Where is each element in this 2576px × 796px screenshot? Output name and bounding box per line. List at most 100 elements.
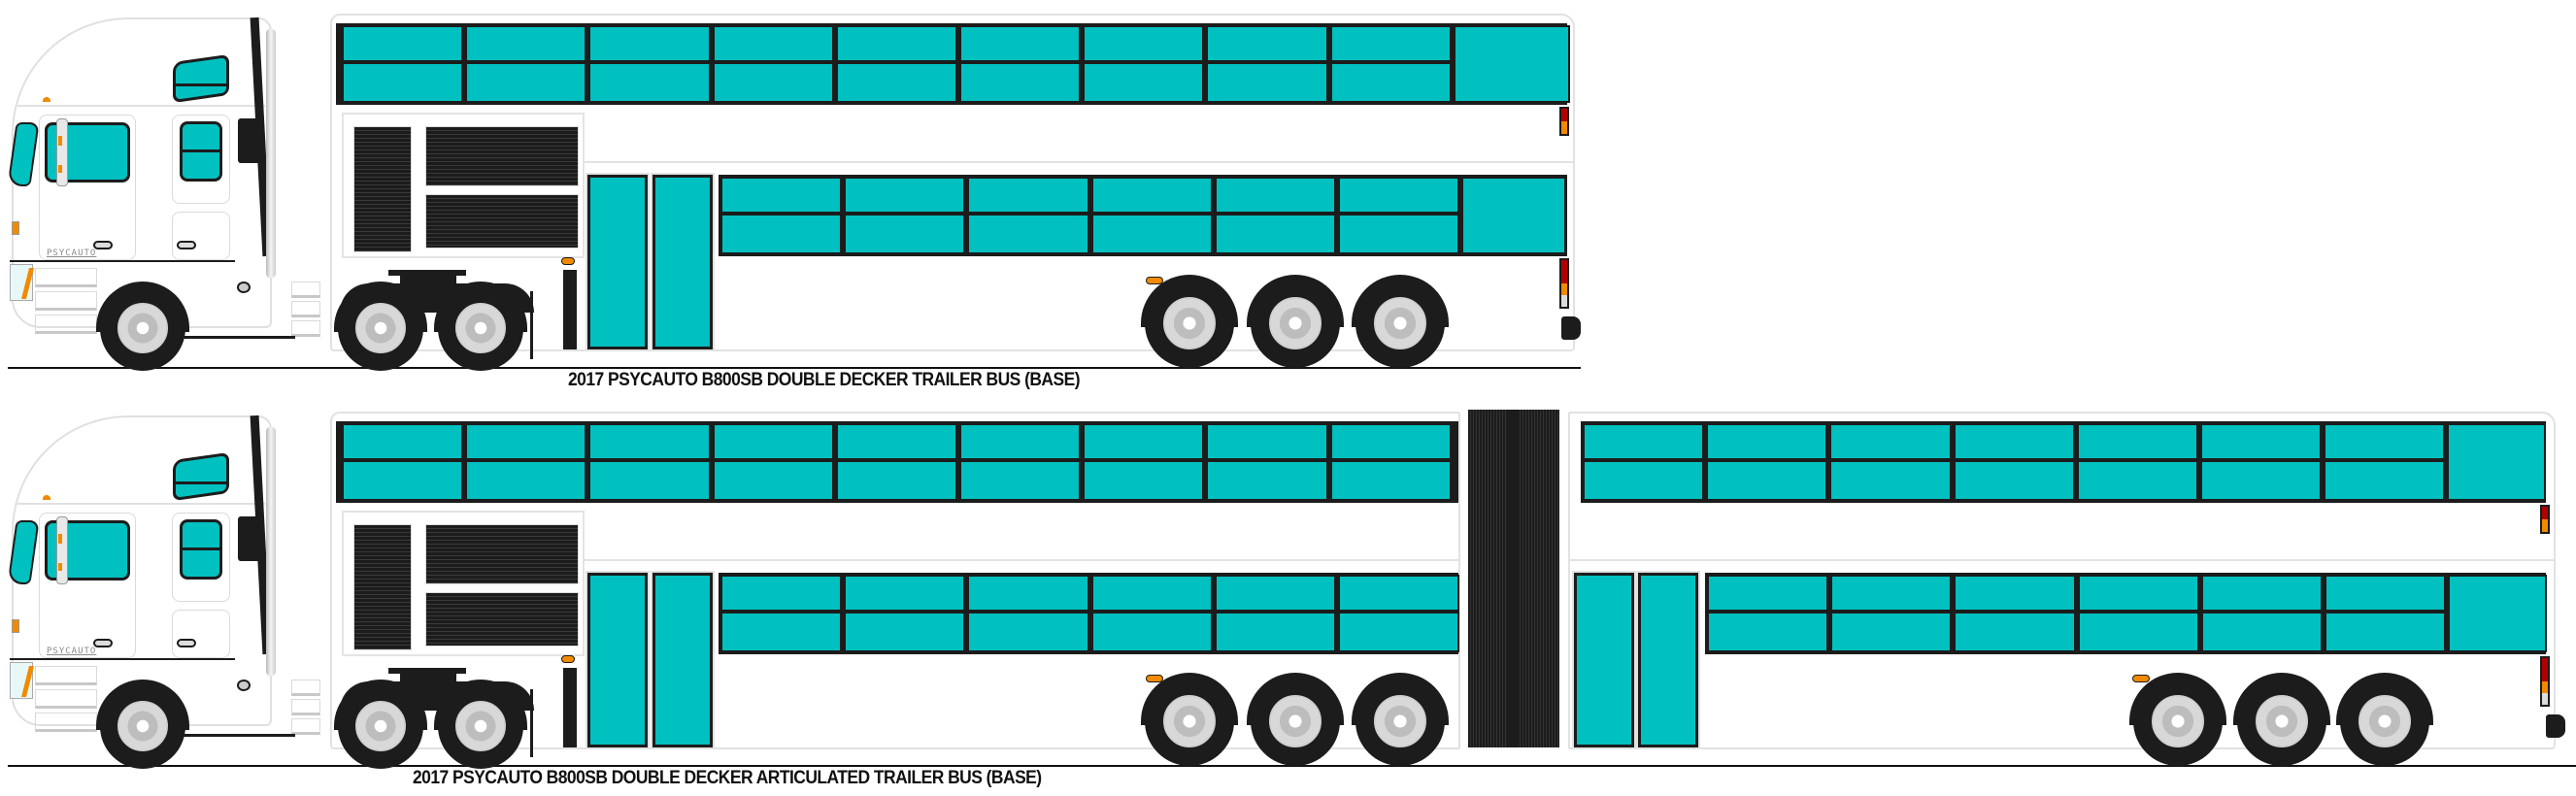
window-pane-upper bbox=[342, 25, 464, 62]
window-pane-upper bbox=[1706, 423, 1828, 460]
body-trim-line bbox=[583, 161, 1573, 163]
fuel-step bbox=[291, 680, 320, 696]
front-door-right-leaf[interactable] bbox=[651, 571, 715, 749]
rear-door-left-leaf[interactable] bbox=[1572, 571, 1636, 749]
window-pane-lower bbox=[844, 214, 966, 254]
door-handle[interactable] bbox=[93, 639, 113, 647]
window-pane-lower bbox=[959, 62, 1082, 103]
window-pane-upper bbox=[1829, 423, 1952, 460]
window-pane-upper bbox=[1214, 575, 1336, 612]
window-pane-upper bbox=[967, 575, 1089, 612]
window-pane-upper bbox=[844, 575, 966, 612]
rear-bumper-light bbox=[1561, 316, 1581, 340]
window-pane-upper bbox=[844, 177, 966, 214]
cab-step bbox=[35, 268, 97, 287]
window-rear-tall bbox=[2448, 575, 2548, 652]
window-pane-lower bbox=[967, 214, 1089, 254]
window-pane-lower bbox=[1214, 214, 1336, 254]
exhaust-pipe bbox=[266, 29, 276, 278]
ground-line bbox=[8, 367, 1581, 369]
articulation-bellows-center bbox=[1508, 410, 1520, 747]
hubcap bbox=[355, 303, 406, 353]
hubcap bbox=[1163, 695, 1216, 747]
window-pane-upper bbox=[1338, 177, 1460, 214]
window-pane-upper bbox=[588, 423, 711, 460]
window-rear-tall bbox=[1453, 25, 1570, 103]
window-pane-upper bbox=[720, 575, 843, 612]
sleeper-handle[interactable] bbox=[177, 639, 196, 647]
window-pane-upper bbox=[959, 25, 1082, 62]
hubcap bbox=[1374, 695, 1426, 747]
mud-flap bbox=[530, 291, 533, 359]
hubcap bbox=[355, 701, 406, 751]
wheel bbox=[438, 683, 523, 769]
marker-lamp bbox=[12, 221, 19, 235]
window-pane-lower bbox=[2200, 612, 2323, 652]
window-pane-lower bbox=[1090, 612, 1213, 652]
hubcap bbox=[117, 303, 168, 353]
window-pane-upper bbox=[1953, 423, 2075, 460]
window-pane-upper bbox=[1830, 575, 1953, 612]
front-door-right-leaf[interactable] bbox=[651, 173, 715, 351]
landing-gear bbox=[563, 668, 577, 747]
mud-flap bbox=[530, 689, 533, 757]
side-marker-lamp bbox=[1146, 675, 1163, 682]
front-door-left-leaf[interactable] bbox=[585, 173, 650, 351]
wheel bbox=[2133, 677, 2223, 766]
window-pane-lower bbox=[844, 612, 966, 652]
cab-step bbox=[35, 689, 97, 709]
window-pane-upper bbox=[1090, 177, 1213, 214]
cab-logo: PSYCAUTO bbox=[47, 249, 97, 258]
vent-grille-left bbox=[353, 524, 412, 650]
wheel bbox=[1251, 677, 1340, 766]
hubcap bbox=[1163, 297, 1216, 349]
window-pane-upper bbox=[1214, 177, 1336, 214]
body-trim-line bbox=[583, 559, 1458, 561]
chassis-rail bbox=[169, 336, 295, 339]
cab-logo: PSYCAUTO bbox=[47, 647, 97, 656]
window-pane-lower bbox=[342, 460, 464, 501]
window-pane-lower bbox=[1083, 460, 1205, 501]
hubcap bbox=[1269, 695, 1321, 747]
window-pane-upper bbox=[967, 177, 1089, 214]
window-pane-lower bbox=[1329, 460, 1452, 501]
window-pane-lower bbox=[2076, 460, 2198, 501]
window-pane-lower bbox=[1953, 460, 2075, 501]
rear-door-right-leaf[interactable] bbox=[1636, 571, 1700, 749]
front-door-left-leaf[interactable] bbox=[585, 571, 650, 749]
fuel-step bbox=[291, 301, 320, 317]
window-pane-lower bbox=[588, 460, 711, 501]
window-pane-lower bbox=[1206, 62, 1328, 103]
window-pane-lower bbox=[342, 62, 464, 103]
vent-grille-lower bbox=[425, 592, 579, 647]
window-pane-upper bbox=[2200, 575, 2323, 612]
rear-lower-lamp bbox=[1559, 258, 1569, 309]
door-handle[interactable] bbox=[93, 241, 113, 249]
vent-grille-left bbox=[353, 126, 412, 252]
roof-window bbox=[173, 451, 229, 502]
hubcap bbox=[2256, 695, 2308, 747]
rear-upper-lamp bbox=[1559, 107, 1569, 136]
window-rear-tall bbox=[2447, 423, 2547, 501]
hubcap bbox=[455, 303, 506, 353]
window-pane-lower bbox=[1706, 460, 1828, 501]
wheel bbox=[2340, 677, 2429, 766]
door-panel bbox=[39, 513, 136, 658]
exhaust-pipe bbox=[266, 427, 276, 676]
vent-grille-lower bbox=[425, 194, 579, 249]
cab-roof-line bbox=[17, 503, 265, 505]
side-marker-lamp-front bbox=[561, 257, 575, 265]
window-pane-lower bbox=[2325, 612, 2447, 652]
sleeper-handle[interactable] bbox=[177, 241, 196, 249]
cab-beltline bbox=[10, 260, 235, 262]
window-pane-lower bbox=[1583, 460, 1705, 501]
window-pane-lower bbox=[1214, 612, 1336, 652]
cab-roof-marker bbox=[43, 97, 50, 102]
window-pane-lower bbox=[588, 62, 711, 103]
window-pane-upper bbox=[1583, 423, 1705, 460]
ground-line bbox=[8, 765, 2576, 767]
window-pane-lower bbox=[712, 62, 834, 103]
hubcap bbox=[1269, 297, 1321, 349]
fuel-step bbox=[291, 699, 320, 715]
window-pane-lower bbox=[959, 460, 1082, 501]
